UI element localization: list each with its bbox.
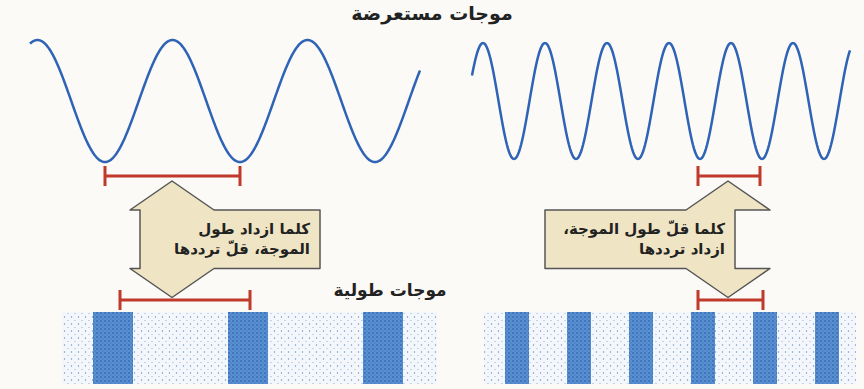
- wavelength-brackets: [105, 166, 763, 310]
- section-label: موجات طولية: [260, 280, 520, 300]
- callout-text: كلما قلّ طول الموجة، ازداد ترددها: [545, 212, 735, 267]
- longitudinal-wave-long: [62, 312, 437, 384]
- transverse-wave-long: [30, 40, 420, 162]
- arrow-outline: [120, 180, 335, 299]
- transverse-wave-short: [472, 43, 850, 159]
- callout-text: كلما ازداد طول الموجة، قلّ ترددها: [140, 212, 320, 267]
- longitudinal-wave-short: [484, 312, 856, 384]
- arrow-callout: كلما ازداد طول الموجة، قلّ ترددها: [120, 180, 335, 299]
- diagram-title: موجات مستعرضة: [0, 2, 864, 24]
- arrow-callout: كلما قلّ طول الموجة، ازداد ترددها: [540, 180, 780, 299]
- arrow-outline: [540, 180, 780, 299]
- compression-bands: [93, 312, 839, 384]
